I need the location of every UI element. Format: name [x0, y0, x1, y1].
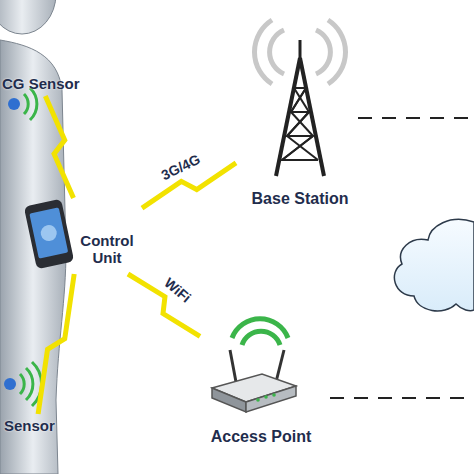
tower-mast [299, 40, 302, 60]
node-label: Sensor [4, 417, 70, 434]
base-station-node: Base Station [236, 52, 364, 212]
tower-bracing [282, 136, 313, 160]
tower-bracing [282, 88, 318, 160]
link-label: WiFi [161, 274, 194, 305]
phone-body [24, 199, 74, 270]
wifi-link [128, 274, 200, 336]
tower-bracing [287, 112, 309, 136]
signal-arc [254, 20, 272, 84]
tower-bracing [287, 136, 318, 160]
phone-icon [24, 199, 74, 270]
tower-bracing [294, 88, 309, 112]
sensor-dot [8, 98, 20, 110]
node-label: Access Point [200, 428, 322, 445]
dashed-link [330, 397, 474, 399]
sensor-wave [20, 374, 24, 394]
link-label: 3G/4G [158, 151, 202, 183]
sensor-label-box: Sensor [0, 414, 70, 438]
access-point-node: Access Point [200, 326, 322, 452]
sensor-wave [26, 368, 33, 400]
node-label: CG Sensor [2, 75, 84, 92]
wireless-link [38, 274, 74, 414]
router-led [256, 398, 260, 402]
sensor-wave [30, 88, 37, 120]
node-label: Base Station [236, 190, 364, 207]
base-station-tower [254, 20, 345, 176]
wireless-link [45, 96, 73, 198]
sensor-label-box: CG Sensor [0, 72, 84, 96]
cloud-shape [394, 219, 474, 311]
node-label: Control Unit [74, 232, 140, 266]
router-front [246, 386, 296, 412]
tower-bracing [291, 88, 306, 112]
signal-arc [316, 30, 330, 74]
signal-arc [270, 30, 284, 74]
signal-arc [242, 331, 280, 345]
phone-app [39, 224, 58, 243]
figure-head [0, 0, 56, 34]
sensor-dot [4, 378, 16, 390]
signal-arc [328, 20, 346, 84]
router-side [212, 388, 246, 412]
router-led [272, 393, 276, 397]
dashed-link [358, 117, 474, 119]
sensor-wave [24, 94, 28, 114]
control-unit-node: Control Unit [26, 198, 142, 274]
router-antenna [230, 350, 236, 382]
tower-bracing [291, 112, 313, 136]
signal-arc [232, 319, 288, 338]
router-led [264, 395, 268, 399]
phone-screen [29, 207, 68, 258]
router-antenna [276, 350, 284, 382]
access-point-router [212, 319, 296, 412]
sensor-wave [32, 362, 42, 406]
